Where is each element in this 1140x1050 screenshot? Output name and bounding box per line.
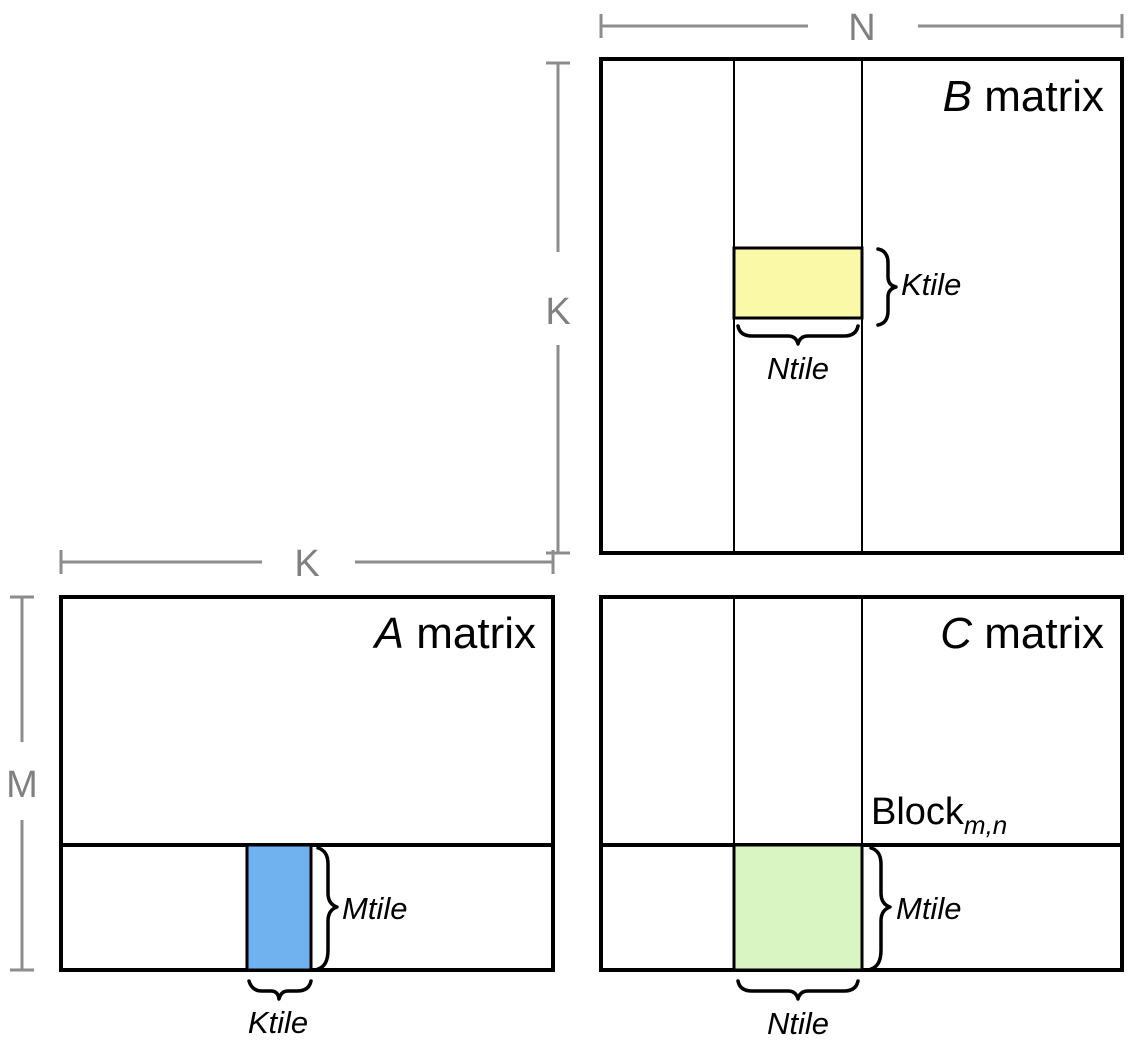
b-matrix-ntile-brace (736, 324, 860, 346)
dimension-k-horizontal: K (59, 543, 555, 585)
c-matrix-title: C matrix (940, 609, 1104, 658)
c-matrix-mtile-brace (869, 846, 892, 971)
b-matrix-ktile-brace (876, 247, 898, 327)
c-matrix-title-word: matrix (984, 609, 1104, 658)
a-matrix-group: A matrix Mtile Ktile (59, 595, 555, 1040)
a-matrix-mtile-brace (316, 846, 339, 971)
dimension-k-vertical: K (545, 61, 571, 555)
c-matrix-ntile-label: Ntile (767, 1006, 829, 1041)
c-matrix-block-label: Blockm,n (871, 791, 1007, 840)
a-matrix-ktile-brace (247, 979, 313, 1001)
b-matrix-title-word: matrix (984, 72, 1104, 121)
c-matrix-block-subscript: m,n (964, 810, 1007, 840)
b-matrix-ktile-label: Ktile (901, 267, 961, 302)
a-matrix-title-word: matrix (416, 609, 536, 658)
c-matrix-mtile-label: Mtile (896, 891, 961, 926)
c-matrix-group: C matrix Blockm,n Mtile Ntile (599, 595, 1124, 1041)
b-matrix-title: B matrix (943, 72, 1104, 121)
b-matrix-group: B matrix Ktile Ntile (599, 57, 1124, 555)
b-matrix-ntile-label: Ntile (767, 351, 829, 386)
c-matrix-ntile-brace (736, 979, 860, 1001)
c-matrix-title-letter: C (940, 609, 973, 658)
a-matrix-title: A matrix (372, 609, 536, 658)
dimension-label-n: N (848, 7, 875, 49)
dimension-label-k-horizontal: K (294, 543, 319, 585)
b-matrix-title-letter: B (943, 72, 972, 121)
a-matrix-ktile-label: Ktile (248, 1005, 308, 1040)
a-matrix-title-letter: A (372, 609, 404, 658)
c-matrix-block-label-text: Block (871, 791, 965, 833)
c-matrix-active-tile (732, 843, 864, 972)
a-matrix-mtile-label: Mtile (342, 891, 407, 926)
dimension-label-k-vertical: K (545, 291, 570, 333)
b-matrix-active-tile (732, 246, 864, 320)
dimension-m-vertical: M (6, 595, 38, 972)
dimension-n: N (599, 7, 1124, 49)
a-matrix-active-tile (245, 843, 313, 972)
dimension-label-m: M (6, 764, 38, 806)
